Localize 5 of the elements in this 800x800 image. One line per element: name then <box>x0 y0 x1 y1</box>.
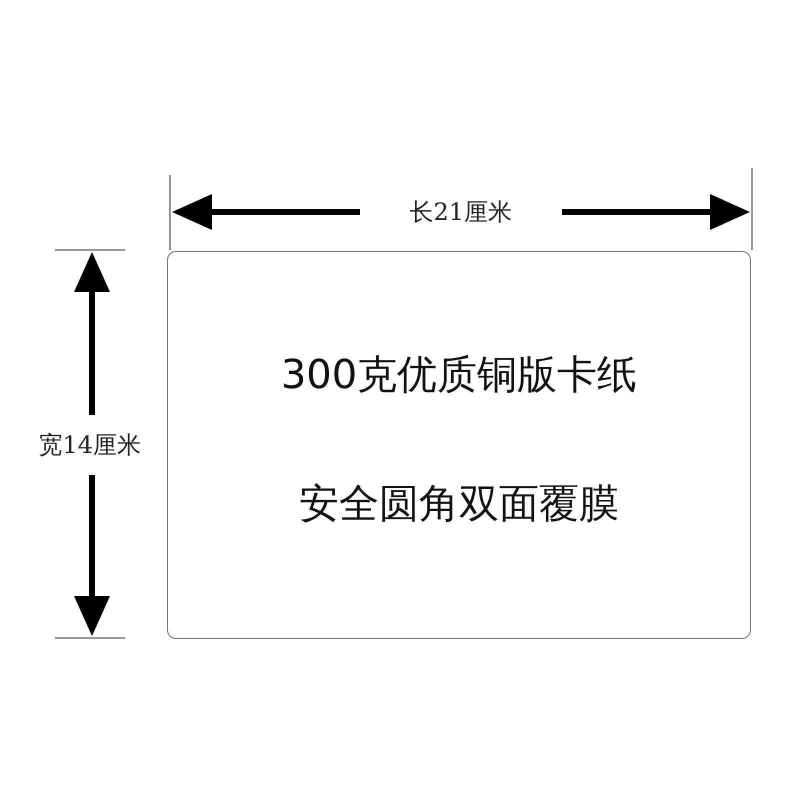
card-outline <box>167 251 751 639</box>
card-text: 安全圆角双面覆膜 <box>299 481 619 527</box>
dimension-label: 长21厘米 <box>410 200 512 224</box>
card-text: 300克优质铜版卡纸 <box>280 352 638 398</box>
dimension-label: 宽14厘米 <box>38 433 142 457</box>
